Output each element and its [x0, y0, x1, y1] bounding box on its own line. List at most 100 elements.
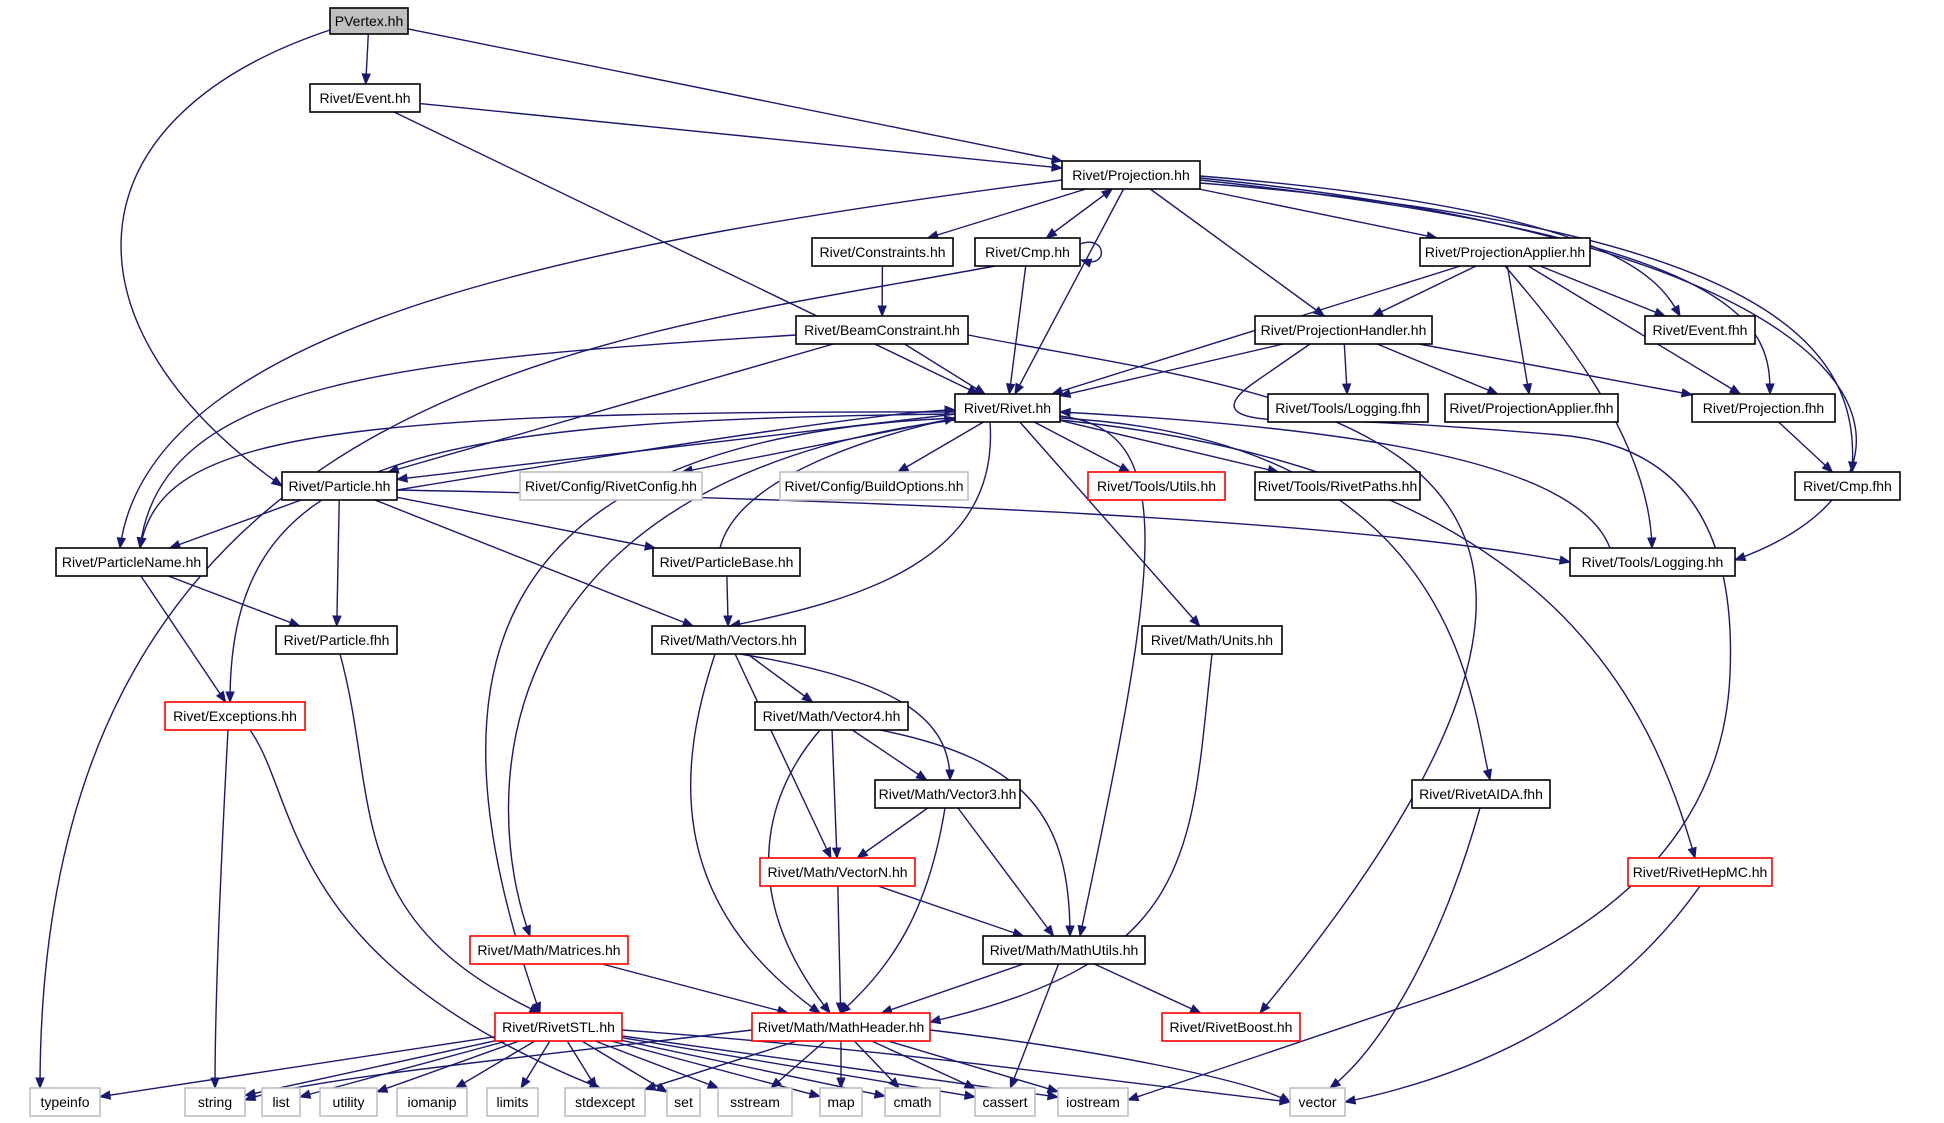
edge-mathheader-to-cassert: [871, 1040, 977, 1089]
edge-projhandler-to-projapplierfhh: [1376, 343, 1499, 395]
node-rivet[interactable]: Rivet/Rivet.hh: [954, 393, 1061, 423]
edge-projection-to-projhandler: [1149, 188, 1326, 317]
node-stdexcept: stdexcept: [564, 1087, 646, 1117]
node-particlebase[interactable]: Rivet/ParticleBase.hh: [652, 547, 801, 577]
node-vectors[interactable]: Rivet/Math/Vectors.hh: [651, 625, 806, 655]
node-logging[interactable]: Rivet/Tools/Logging.hh: [1569, 547, 1736, 577]
node-rivetboost[interactable]: Rivet/RivetBoost.hh: [1161, 1012, 1301, 1042]
edge-rivet-to-rivetpaths: [1059, 419, 1280, 475]
node-label: Rivet/ParticleName.hh: [62, 554, 201, 570]
edge-projhandler-to-iostream: [1126, 343, 1732, 1102]
node-particle[interactable]: Rivet/Particle.hh: [281, 471, 398, 501]
node-label: Rivet/Cmp.hh: [985, 244, 1070, 260]
edge-arrowhead: [1728, 384, 1742, 395]
edge-particlename-to-exceptions: [140, 575, 227, 704]
node-box: [652, 547, 801, 577]
edge-constraints-to-beamconstraint: [877, 265, 887, 318]
edge-arrowhead: [655, 1082, 669, 1093]
node-box: [329, 7, 409, 35]
node-rivetstl[interactable]: Rivet/RivetSTL.hh: [494, 1012, 623, 1042]
node-label: Rivet/Math/Units.hh: [1151, 632, 1273, 648]
edge-matrices-to-mathheader: [601, 963, 790, 1015]
edge-projection-to-logging: [1199, 177, 1857, 561]
edge-arrowhead: [1687, 846, 1697, 860]
edge-beamconstraint-to-rivetboost: [967, 334, 1477, 1015]
node-projfhh[interactable]: Rivet/Projection.fhh: [1691, 393, 1836, 423]
node-label: map: [827, 1094, 854, 1110]
edge-arrowhead: [973, 384, 987, 395]
node-beamconstraint[interactable]: Rivet/BeamConstraint.hh: [795, 315, 969, 345]
edge-rivetstl-to-utility: [375, 1040, 520, 1093]
node-box: [874, 779, 1021, 809]
edge-rivet-to-particlename: [137, 411, 956, 550]
edge-rivetstl-to-set: [581, 1040, 669, 1093]
edge-arrowhead: [770, 1077, 783, 1089]
edge-rivetaida-to-vector: [1328, 807, 1481, 1089]
edge-arrowhead: [1279, 1096, 1292, 1106]
edge-arrowhead: [332, 615, 342, 628]
edge-arrowhead: [1371, 307, 1385, 317]
edge-beamconstraint-to-rivet: [904, 343, 987, 395]
node-utils[interactable]: Rivet/Tools/Utils.hh: [1087, 471, 1226, 501]
node-box: [1057, 1087, 1129, 1117]
node-label: Rivet/RivetAIDA.fhh: [1419, 786, 1543, 802]
node-cmpfhh[interactable]: Rivet/Cmp.fhh: [1794, 471, 1901, 501]
node-buildoptions: Rivet/Config/BuildOptions.hh: [779, 471, 969, 501]
node-vector3[interactable]: Rivet/Math/Vector3.hh: [874, 779, 1021, 809]
node-list: list: [261, 1087, 301, 1117]
edge-arrowhead: [270, 476, 284, 487]
node-cmp[interactable]: Rivet/Cmp.hh: [974, 237, 1081, 267]
node-mathutils[interactable]: Rivet/Math/MathUtils.hh: [982, 935, 1146, 965]
edge-rivet-to-matrices: [507, 419, 956, 938]
node-label: cmath: [893, 1094, 931, 1110]
edge-units-to-mathheader: [928, 653, 1213, 1025]
node-eventfhh[interactable]: Rivet/Event.fhh: [1644, 315, 1756, 345]
node-rivetpaths[interactable]: Rivet/Tools/RivetPaths.hh: [1254, 471, 1421, 501]
node-pvertex[interactable]: PVertex.hh: [329, 7, 409, 35]
node-label: Rivet/ProjectionHandler.hh: [1261, 322, 1427, 338]
edge-arrowhead: [215, 690, 227, 704]
node-label: Rivet/RivetBoost.hh: [1170, 1019, 1293, 1035]
edge-rivethepmc-to-vector: [1343, 885, 1701, 1105]
node-vectorn[interactable]: Rivet/Math/VectorN.hh: [759, 857, 916, 887]
edge-rivet-to-units: [1019, 421, 1201, 628]
node-sstream: sstream: [717, 1087, 793, 1117]
edge-particle-to-particlefhh: [332, 499, 342, 628]
edge-arrowhead: [1058, 388, 1072, 399]
edge-arrowhead: [1118, 462, 1131, 473]
node-projapplierfhh[interactable]: Rivet/ProjectionApplier.fhh: [1444, 393, 1619, 423]
node-cassert: cassert: [974, 1087, 1036, 1117]
edge-exceptions-to-string: [210, 729, 229, 1090]
node-matrices[interactable]: Rivet/Math/Matrices.hh: [469, 935, 629, 965]
node-rivethepmc[interactable]: Rivet/RivetHepMC.hh: [1627, 857, 1773, 887]
node-rivetaida[interactable]: Rivet/RivetAIDA.fhh: [1411, 779, 1551, 809]
node-vector4[interactable]: Rivet/Math/Vector4.hh: [754, 701, 909, 731]
node-label: Rivet/Math/Matrices.hh: [477, 942, 620, 958]
node-exceptions[interactable]: Rivet/Exceptions.hh: [164, 701, 306, 731]
edge-rivetstl-to-cmath: [621, 1039, 887, 1099]
node-loggingfhh[interactable]: Rivet/Tools/Logging.fhh: [1267, 393, 1429, 423]
node-projection[interactable]: Rivet/Projection.hh: [1061, 160, 1201, 190]
edge-arrowhead: [822, 846, 832, 860]
edge-arrowhead: [1079, 258, 1093, 268]
node-label: Rivet/Particle.fhh: [284, 632, 390, 648]
node-units[interactable]: Rivet/Math/Units.hh: [1141, 625, 1283, 655]
edge-arrowhead: [1482, 768, 1493, 782]
nodes-layer: PVertex.hhRivet/Event.hhRivet/Projection…: [29, 7, 1901, 1117]
edge-arrowhead: [361, 73, 372, 86]
node-projapplier[interactable]: Rivet/ProjectionApplier.hh: [1419, 237, 1591, 267]
edge-projfhh-to-cmpfhh: [1778, 421, 1834, 473]
node-box: [494, 1012, 623, 1042]
node-box: [1254, 471, 1421, 501]
node-constraints[interactable]: Rivet/Constraints.hh: [811, 237, 954, 267]
edge-arrowhead: [1046, 1090, 1060, 1101]
node-particlename[interactable]: Rivet/ParticleName.hh: [55, 547, 208, 577]
edge-projection-to-projapplier: [1198, 188, 1439, 241]
node-mathheader[interactable]: Rivet/Math/MathHeader.hh: [751, 1012, 931, 1042]
node-label: Rivet/Projection.fhh: [1703, 400, 1824, 416]
node-projhandler[interactable]: Rivet/ProjectionHandler.hh: [1254, 315, 1433, 345]
node-label: Rivet/Cmp.fhh: [1803, 478, 1892, 494]
node-particlefhh[interactable]: Rivet/Particle.fhh: [275, 625, 398, 655]
node-event[interactable]: Rivet/Event.hh: [309, 83, 421, 113]
node-set: set: [666, 1087, 701, 1117]
